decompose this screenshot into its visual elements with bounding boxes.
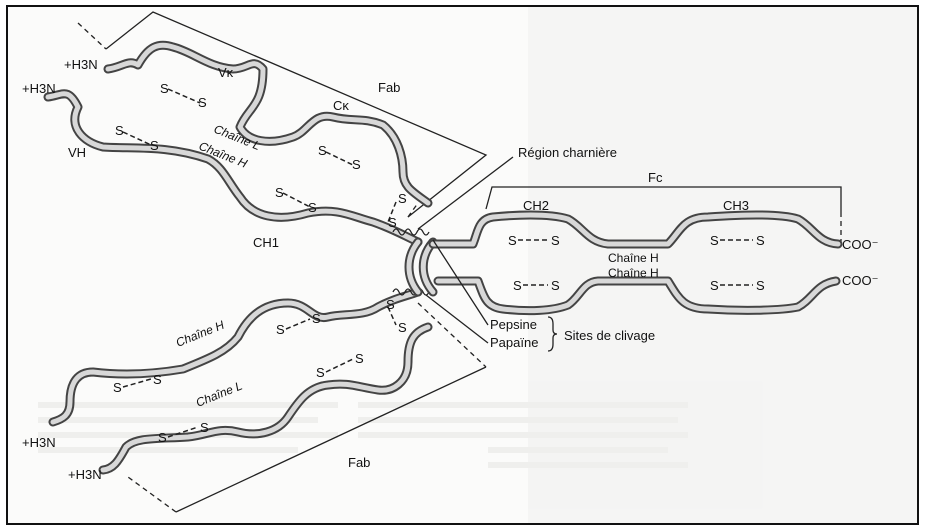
s-label: S bbox=[513, 278, 522, 293]
ss-bond-vh-bottom bbox=[123, 379, 151, 387]
vh-label: VH bbox=[68, 145, 86, 160]
s-label: S bbox=[158, 430, 167, 445]
s-label: S bbox=[551, 278, 560, 293]
ss-bond-vk bbox=[168, 89, 200, 103]
s-label: S bbox=[386, 297, 395, 312]
s-label: S bbox=[275, 185, 284, 200]
nterm-label-light-bottom: +H3N bbox=[68, 467, 102, 482]
s-label: S bbox=[115, 123, 124, 138]
ch1-label: CH1 bbox=[253, 235, 279, 250]
fab-top-label: Fab bbox=[378, 80, 400, 95]
vk-label: Vκ bbox=[218, 65, 234, 80]
s-label: S bbox=[276, 322, 285, 337]
pepsine-label: Pepsine bbox=[490, 317, 537, 332]
antibody-diagram: S S S S S S S S S S S S S S S S S S S bbox=[8, 7, 919, 525]
s-label: S bbox=[710, 278, 719, 293]
ch2-label: CH2 bbox=[523, 198, 549, 213]
ss-bond-ch1 bbox=[283, 193, 310, 207]
cterm-label-lower: COO⁻ bbox=[842, 273, 878, 288]
s-label: S bbox=[355, 351, 364, 366]
s-label: S bbox=[398, 191, 407, 206]
papaine-leader-line bbox=[426, 295, 488, 343]
s-label: S bbox=[153, 372, 162, 387]
s-label: S bbox=[113, 380, 122, 395]
papaine-label: Papaïne bbox=[490, 335, 538, 350]
s-label: S bbox=[710, 233, 719, 248]
s-label: S bbox=[160, 81, 169, 96]
light-chain-top bbox=[108, 45, 428, 203]
s-label: S bbox=[150, 138, 159, 153]
chain-h-fc-upper-label: Chaîne H bbox=[608, 251, 659, 265]
ss-bond-cl-bottom bbox=[326, 359, 353, 372]
nterm-label-light-top: +H3N bbox=[64, 57, 98, 72]
s-label: S bbox=[551, 233, 560, 248]
ss-bond-vh bbox=[123, 132, 151, 145]
fab-bottom-label: Fab bbox=[348, 455, 370, 470]
ss-bond-ch1-bottom bbox=[286, 319, 310, 329]
nterm-label-heavy-bottom: +H3N bbox=[22, 435, 56, 450]
chain-h-fc-lower-label: Chaîne H bbox=[608, 266, 659, 280]
s-label: S bbox=[198, 95, 207, 110]
chain-h-bottom-label: Chaîne H bbox=[174, 318, 227, 350]
s-label: S bbox=[388, 215, 397, 230]
s-label: S bbox=[352, 157, 361, 172]
hinge-label: Région charnière bbox=[518, 145, 617, 160]
fc-label: Fc bbox=[648, 170, 663, 185]
s-label: S bbox=[308, 200, 317, 215]
s-label: S bbox=[200, 420, 209, 435]
s-label: S bbox=[318, 143, 327, 158]
s-label: S bbox=[316, 365, 325, 380]
ch3-label: CH3 bbox=[723, 198, 749, 213]
cterm-label-upper: COO⁻ bbox=[842, 237, 878, 252]
ss-bond-ck bbox=[326, 152, 353, 165]
s-label: S bbox=[756, 278, 765, 293]
diagram-frame: S S S S S S S S S S S S S S S S S S S bbox=[6, 5, 919, 525]
s-label: S bbox=[756, 233, 765, 248]
s-label: S bbox=[398, 320, 407, 335]
nterm-label-heavy-top: +H3N bbox=[22, 81, 56, 96]
s-label: S bbox=[312, 311, 321, 326]
ck-label: Cκ bbox=[333, 98, 349, 113]
s-label: S bbox=[508, 233, 517, 248]
cleavage-sites-label: Sites de clivage bbox=[564, 328, 655, 343]
background-texture bbox=[38, 7, 919, 525]
